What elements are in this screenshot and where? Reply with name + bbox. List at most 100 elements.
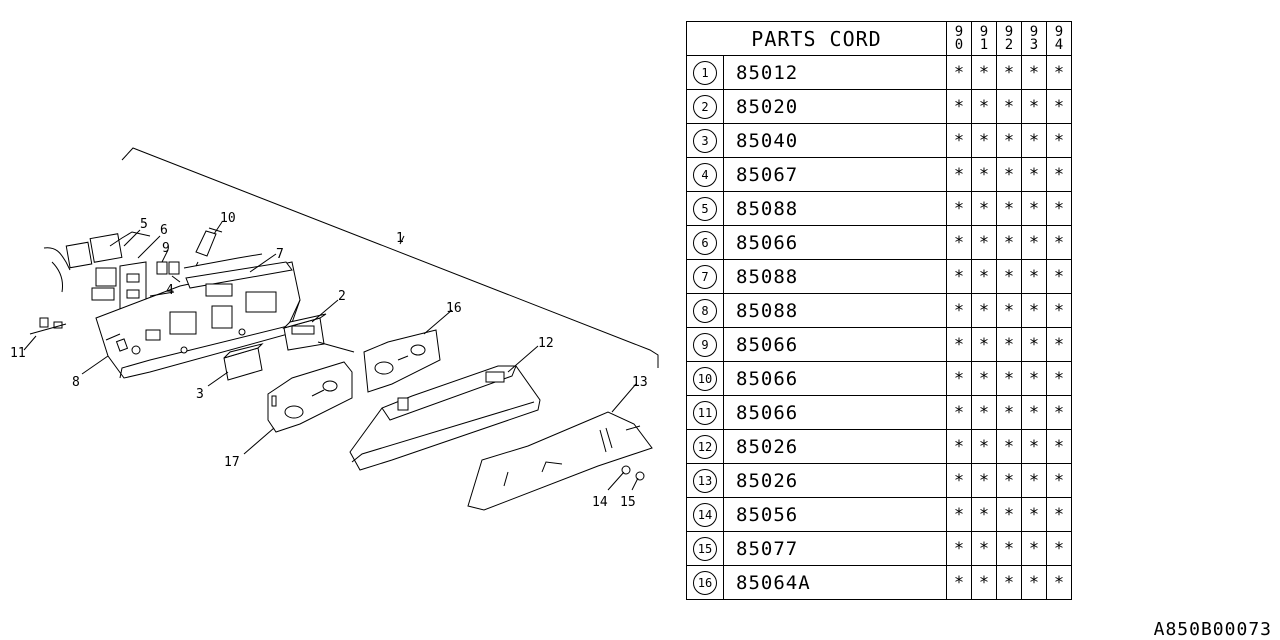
callout-7: 7: [276, 247, 284, 262]
year-applicability-mark: *: [996, 361, 1022, 396]
row-number-cell: 14: [686, 497, 724, 532]
year-applicability-mark: *: [946, 123, 972, 158]
row-number-cell: 10: [686, 361, 724, 396]
year-applicability-mark: *: [946, 395, 972, 430]
year-applicability-mark: *: [996, 565, 1022, 600]
year-applicability-mark: *: [996, 225, 1022, 260]
callout-1: 1: [396, 231, 404, 246]
year-applicability-mark: *: [971, 395, 997, 430]
part-code-cell: 85066: [723, 225, 947, 260]
year-applicability-mark: *: [996, 89, 1022, 124]
year-applicability-mark: *: [996, 55, 1022, 90]
row-number-cell: 2: [686, 89, 724, 124]
year-applicability-mark: *: [1021, 361, 1047, 396]
year-applicability-mark: *: [946, 293, 972, 328]
year-applicability-mark: *: [1021, 225, 1047, 260]
year-header: 9292: [996, 21, 1022, 56]
year-applicability-mark: *: [1021, 293, 1047, 328]
part-code-cell: 85077: [723, 531, 947, 566]
year-applicability-mark: *: [946, 89, 972, 124]
year-applicability-mark: *: [1046, 123, 1072, 158]
year-applicability-mark: *: [1021, 497, 1047, 532]
circled-number: 1: [693, 60, 717, 85]
row-number-cell: 6: [686, 225, 724, 260]
callout-9: 9: [162, 241, 170, 256]
circled-number: 2: [693, 94, 717, 119]
year-applicability-mark: *: [971, 293, 997, 328]
year-digit: 9: [979, 23, 989, 40]
part-code-cell: 85088: [723, 259, 947, 294]
year-applicability-mark: *: [1046, 429, 1072, 464]
year-applicability-mark: *: [971, 565, 997, 600]
part-code-cell: 85012: [723, 55, 947, 90]
year-applicability-mark: *: [971, 55, 997, 90]
callout-17: 17: [224, 455, 240, 470]
row-number-cell: 15: [686, 531, 724, 566]
year-applicability-mark: *: [1021, 327, 1047, 362]
year-applicability-mark: *: [946, 463, 972, 498]
year-applicability-mark: *: [1046, 89, 1072, 124]
callout-12: 12: [538, 336, 554, 351]
year-applicability-mark: *: [1046, 327, 1072, 362]
row-number-cell: 7: [686, 259, 724, 294]
year-applicability-mark: *: [1046, 463, 1072, 498]
year-applicability-mark: *: [1021, 395, 1047, 430]
part-code-cell: 85088: [723, 293, 947, 328]
year-applicability-mark: *: [946, 259, 972, 294]
year-applicability-mark: *: [1021, 259, 1047, 294]
year-applicability-mark: *: [946, 55, 972, 90]
part-code-cell: 85067: [723, 157, 947, 192]
row-number-cell: 13: [686, 463, 724, 498]
part-17-dial: [267, 361, 353, 433]
year-digit: 9: [1054, 23, 1064, 40]
year-applicability-mark: *: [946, 327, 972, 362]
year-applicability-mark: *: [1021, 429, 1047, 464]
exploded-parts-diagram: 1 2 3 4 5 6 7 8 9 10 11 12 13 14 15 16 1…: [10, 147, 659, 511]
year-header: 9090: [946, 21, 972, 56]
year-applicability-mark: *: [996, 429, 1022, 464]
year-applicability-mark: *: [1021, 123, 1047, 158]
year-digit: 9: [1029, 23, 1039, 40]
leader-lines: [23, 221, 639, 491]
year-applicability-mark: *: [971, 89, 997, 124]
year-applicability-mark: *: [996, 327, 1022, 362]
part-code-cell: 85066: [723, 361, 947, 396]
part-5-6-harness: [43, 231, 151, 311]
year-applicability-mark: *: [1046, 565, 1072, 600]
circled-number: 5: [693, 196, 717, 221]
part-13-cover: [467, 411, 653, 511]
part-9-bulb: [156, 261, 181, 283]
part-3-indicator: [223, 343, 264, 381]
callout-4: 4: [166, 283, 174, 298]
year-applicability-mark: *: [996, 531, 1022, 566]
part-10-socket: [195, 227, 223, 267]
diagram-code: A850B00073: [1153, 619, 1272, 640]
callout-2: 2: [338, 289, 346, 304]
year-applicability-mark: *: [996, 395, 1022, 430]
circled-number: 11: [693, 400, 717, 425]
part-12-lens-frame: [349, 365, 541, 471]
circled-number: 8: [693, 298, 717, 323]
year-applicability-mark: *: [971, 259, 997, 294]
callout-6: 6: [160, 223, 168, 238]
part-14-15-screws: [621, 465, 645, 481]
part-code-cell: 85064A: [723, 565, 947, 600]
year-applicability-mark: *: [1021, 565, 1047, 600]
part-code-cell: 85026: [723, 463, 947, 498]
year-applicability-mark: *: [1046, 191, 1072, 226]
year-applicability-mark: *: [996, 191, 1022, 226]
part-code-cell: 85040: [723, 123, 947, 158]
row-number-cell: 1: [686, 55, 724, 90]
year-applicability-mark: *: [946, 191, 972, 226]
year-header: 9191: [971, 21, 997, 56]
year-applicability-mark: *: [1021, 463, 1047, 498]
